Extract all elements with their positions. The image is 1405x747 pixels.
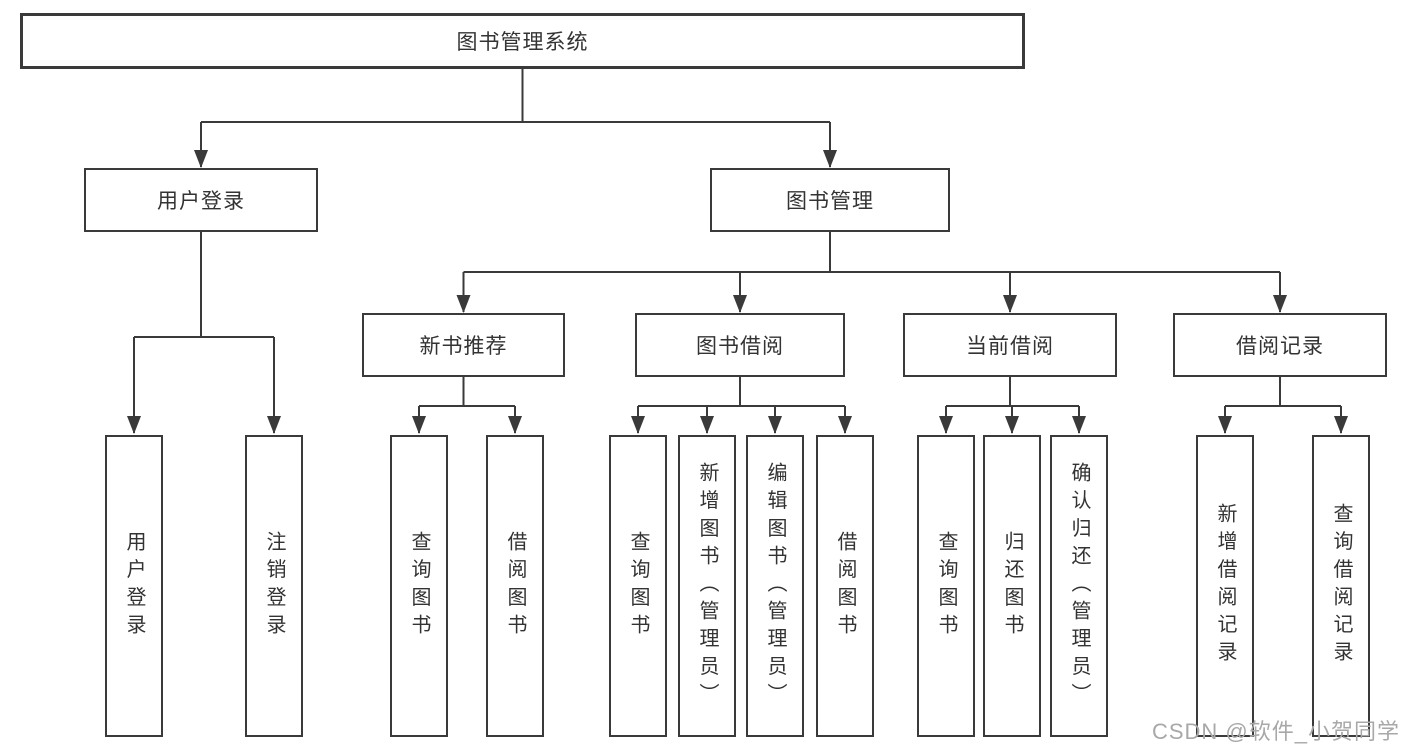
leaf-borrow-books-recommend: 借阅图书 (486, 435, 544, 737)
leaf-logout: 注销登录 (245, 435, 303, 737)
leaf-query-books-borrow: 查询图书 (609, 435, 667, 737)
leaf-query-borrow-record: 查询借阅记录 (1312, 435, 1370, 737)
node-borrowing-records: 借阅记录 (1173, 313, 1387, 377)
leaf-borrow-books: 借阅图书 (816, 435, 874, 737)
node-root-library-system: 图书管理系统 (20, 13, 1025, 69)
leaf-query-books-recommend: 查询图书 (390, 435, 448, 737)
leaf-user-login: 用户登录 (105, 435, 163, 737)
csdn-watermark: CSDN @软件_小贺同学 (1151, 719, 1400, 744)
leaf-add-borrow-record: 新增借阅记录 (1196, 435, 1254, 737)
node-user-login: 用户登录 (84, 168, 318, 232)
leaf-return-books: 归还图书 (983, 435, 1041, 737)
node-book-borrowing: 图书借阅 (635, 313, 845, 377)
node-book-management: 图书管理 (710, 168, 950, 232)
leaf-edit-books-admin: 编辑图书（管理员） (746, 435, 804, 737)
leaf-query-books-current: 查询图书 (917, 435, 975, 737)
leaf-add-books-admin: 新增图书（管理员） (678, 435, 736, 737)
leaf-confirm-return-admin: 确认归还（管理员） (1050, 435, 1108, 737)
node-current-borrowing: 当前借阅 (903, 313, 1117, 377)
node-new-book-recommendation: 新书推荐 (362, 313, 565, 377)
